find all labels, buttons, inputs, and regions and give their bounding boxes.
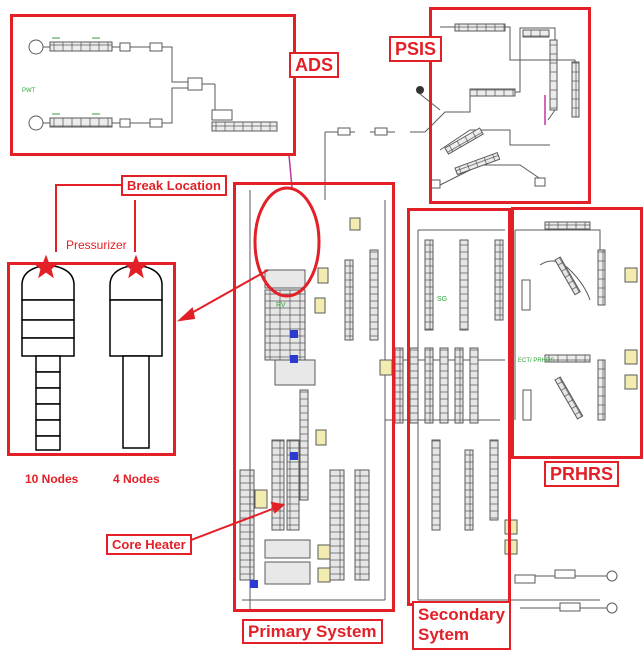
prhrs-label: PRHRS bbox=[544, 461, 619, 487]
core-heater-label: Core Heater bbox=[106, 534, 192, 555]
primary-system-label: Primary System bbox=[242, 619, 383, 644]
secondary-system-label: Secondary Sytem bbox=[412, 601, 511, 650]
primary-system-region bbox=[233, 182, 395, 612]
nodes-4-label: 4 Nodes bbox=[113, 472, 160, 486]
secondary-label-line1: Secondary bbox=[418, 605, 505, 625]
secondary-label-line2: Sytem bbox=[418, 625, 505, 645]
break-location-label: Break Location bbox=[121, 175, 227, 196]
psis-region bbox=[429, 7, 591, 204]
psis-label: PSIS bbox=[389, 36, 442, 62]
pressurizer-region bbox=[7, 262, 176, 456]
ads-region bbox=[10, 14, 296, 156]
prhrs-region bbox=[511, 207, 643, 459]
nodes-10-label: 10 Nodes bbox=[25, 472, 78, 486]
secondary-system-region bbox=[407, 208, 511, 606]
pressurizer-label: Pressurizer bbox=[66, 238, 127, 252]
ads-label: ADS bbox=[289, 52, 339, 78]
